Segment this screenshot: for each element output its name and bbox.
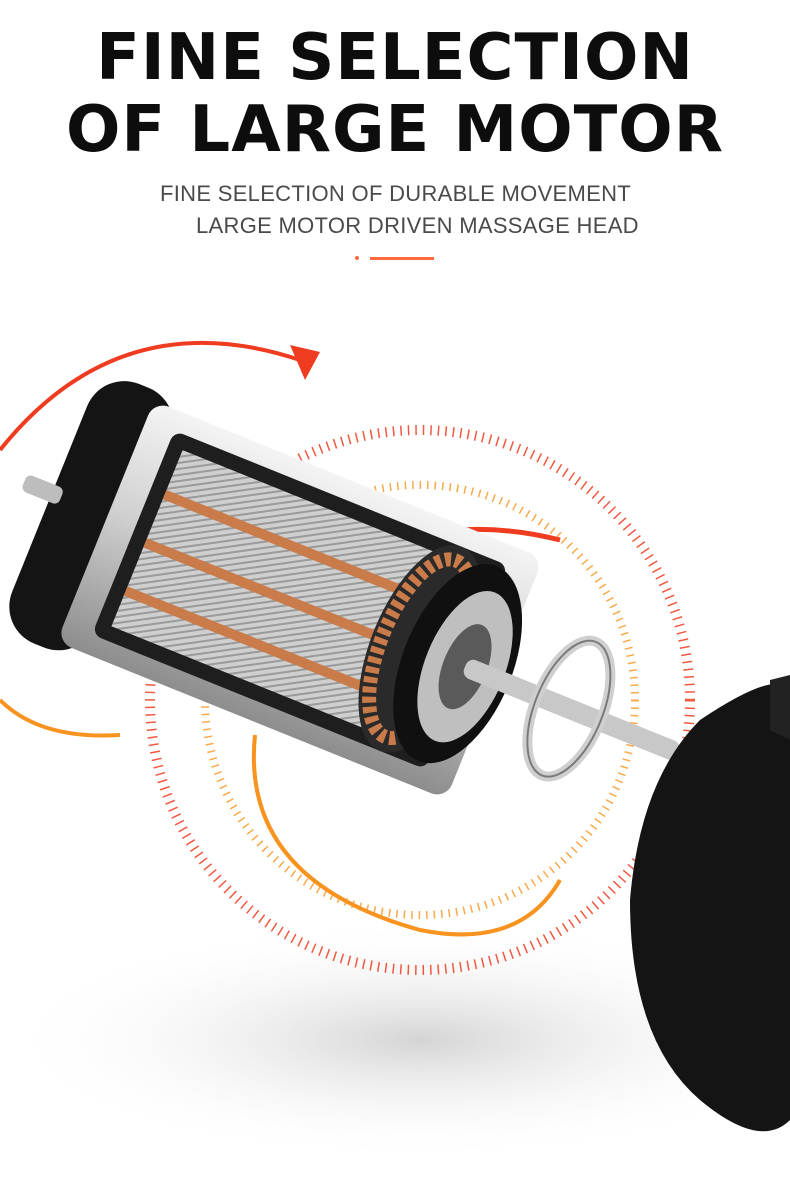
vibration-ring-icon xyxy=(145,425,695,975)
headline-line-2: OF LARGE MOTOR xyxy=(66,93,724,167)
divider-line xyxy=(370,257,434,260)
headline-line-1: FINE SELECTION xyxy=(96,21,694,95)
motor-illustration xyxy=(0,340,790,1160)
headline: FINE SELECTION OF LARGE MOTOR xyxy=(0,22,790,166)
rotation-arrow-icon xyxy=(0,340,301,452)
subtitle-line-2: LARGE MOTOR DRIVEN MASSAGE HEAD xyxy=(196,213,639,238)
subtitle-line-1: FINE SELECTION OF DURABLE MOVEMENT xyxy=(160,181,632,206)
divider-dot xyxy=(355,256,359,260)
